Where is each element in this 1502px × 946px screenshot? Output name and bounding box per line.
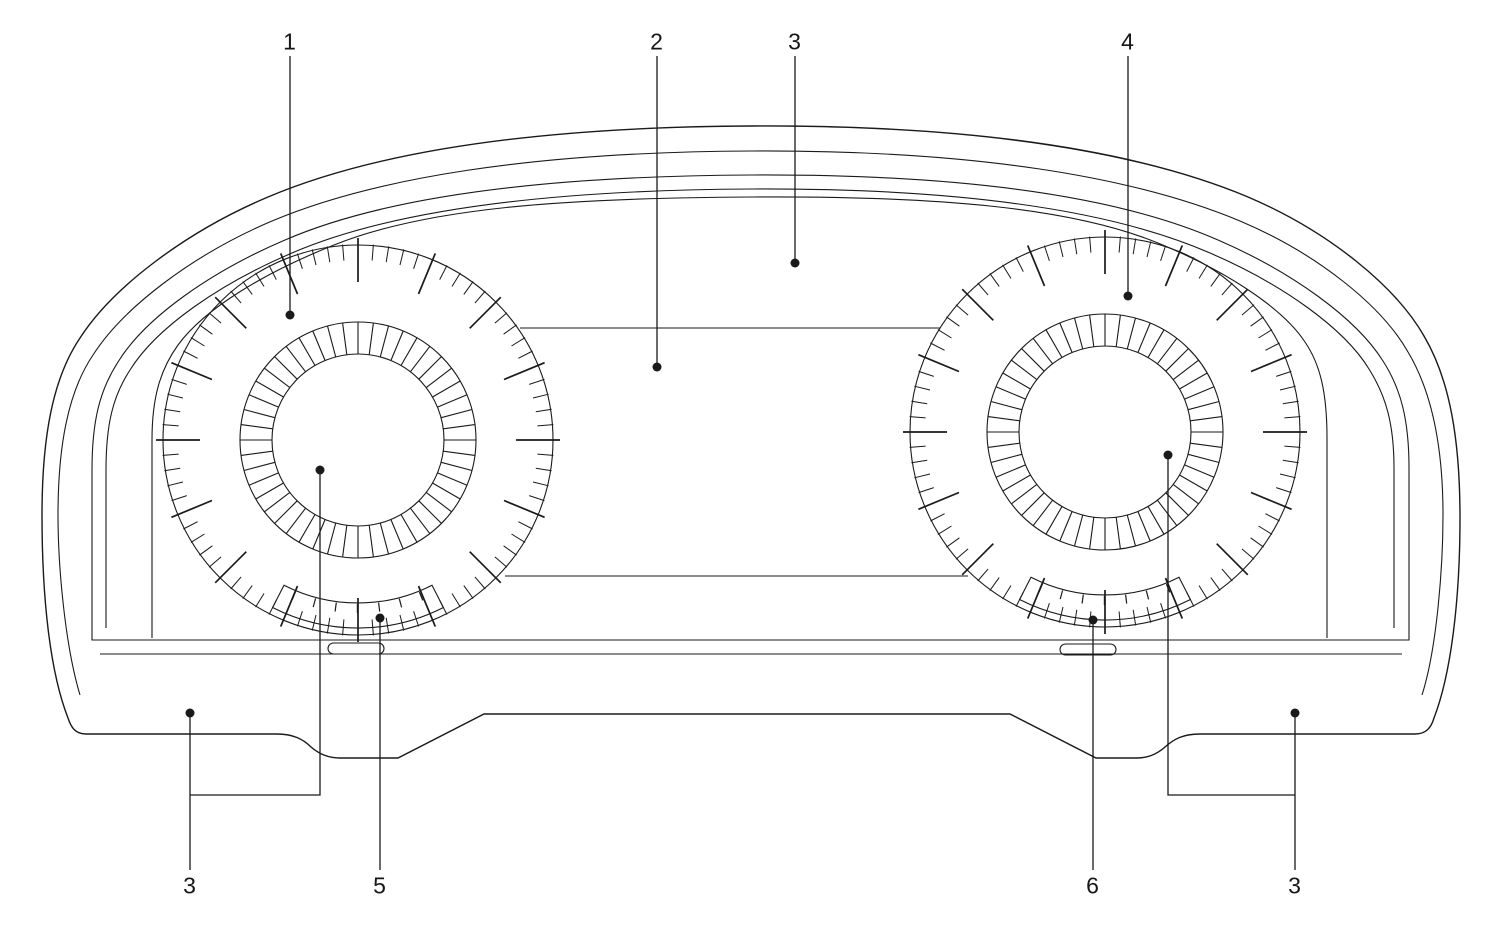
cluster-housing-inner-outline <box>57 150 1444 696</box>
display-bezel-outer <box>91 174 1410 641</box>
callout-dot-3-top <box>790 258 800 268</box>
right-bezel-button-pill <box>1059 643 1117 656</box>
left-sub-display-band <box>271 584 445 629</box>
cluster-housing-outer-outline <box>41 125 1461 759</box>
callout-dot-3-right-gauge-center <box>1163 450 1173 460</box>
left-gauge-ring-inner-circle <box>271 353 445 527</box>
display-bezel-inner <box>105 188 1395 628</box>
callout-label-3-top: 3 <box>788 28 802 55</box>
callout-dot-6 <box>1088 615 1098 625</box>
callout-label-3-bottom-left: 3 <box>183 872 197 899</box>
display-active-area-outline <box>151 196 1328 638</box>
leader-line-3-bottom-right <box>1167 455 1296 870</box>
left-bezel-button-pill <box>327 642 385 655</box>
callout-dot-3-bottom-left-panel <box>185 708 195 718</box>
callout-label-1: 1 <box>283 28 297 55</box>
right-gauge-ring-inner-circle <box>1018 345 1192 519</box>
callout-dot-3-left-gauge-center <box>315 465 325 475</box>
callout-label-2: 2 <box>650 28 664 55</box>
callout-label-6: 6 <box>1086 872 1100 899</box>
right-sub-display-band <box>1018 576 1192 621</box>
callout-dot-5 <box>375 613 385 623</box>
left-gauge <box>156 238 560 655</box>
callout-label-3-bottom-right: 3 <box>1288 872 1302 899</box>
callout-label-4: 4 <box>1121 28 1135 55</box>
callout-dot-1 <box>285 310 295 320</box>
leader-line-3-bottom-left <box>189 470 321 870</box>
callout-label-5: 5 <box>373 872 387 899</box>
right-gauge <box>903 230 1307 656</box>
callout-dot-4 <box>1123 291 1133 301</box>
callout-dot-3-bottom-right-panel <box>1290 708 1300 718</box>
callout-dot-2 <box>652 362 662 372</box>
